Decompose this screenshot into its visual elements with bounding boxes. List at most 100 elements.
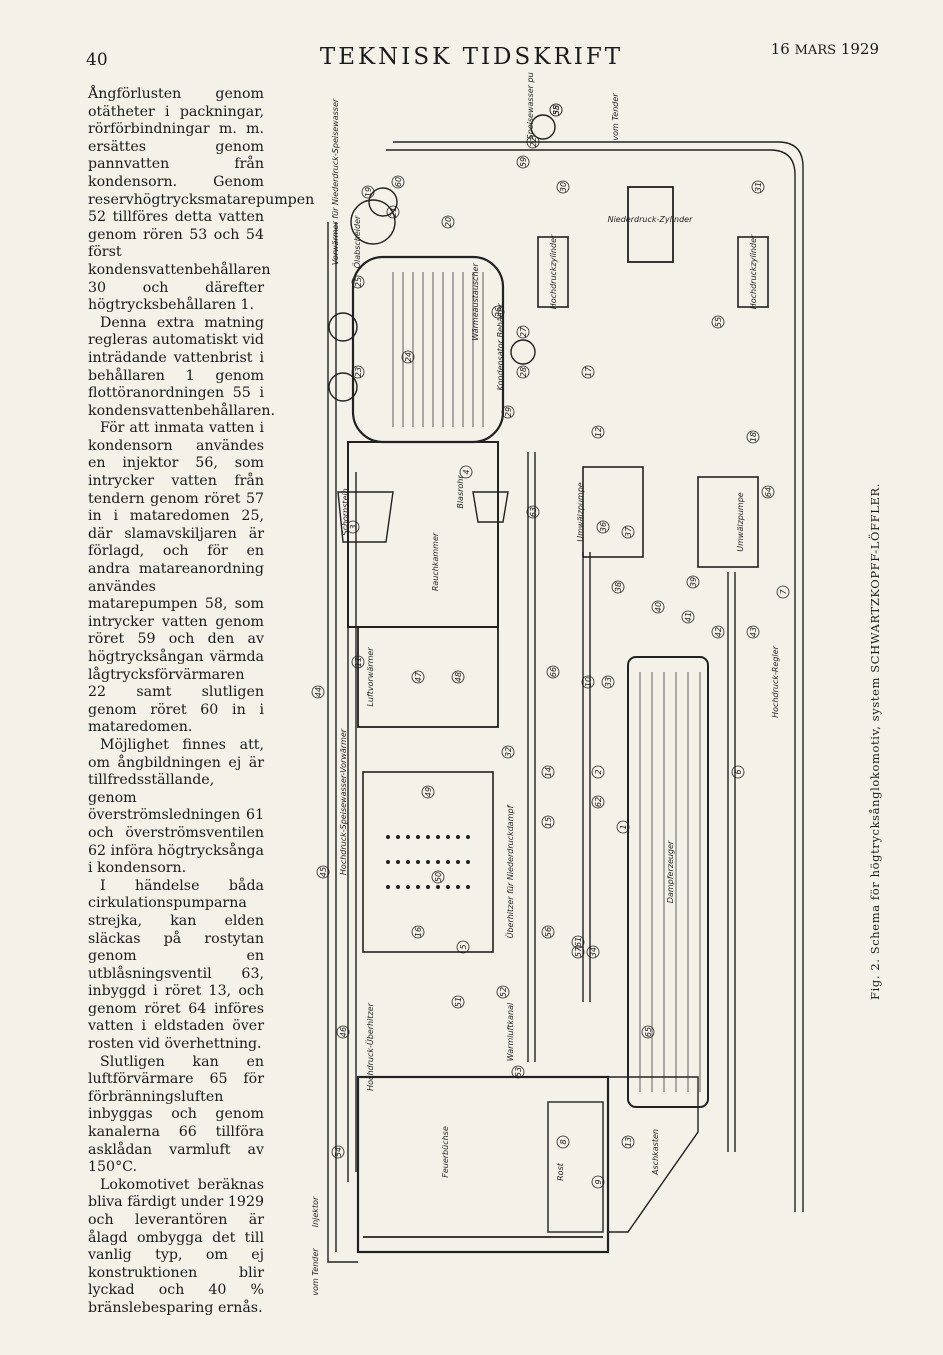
reference-number: 57 bbox=[574, 946, 583, 957]
drum bbox=[328, 312, 358, 342]
date-day: 16 bbox=[770, 40, 790, 58]
pipe bbox=[386, 149, 796, 1212]
reference-number-circle bbox=[351, 365, 365, 379]
reference-number: 4 bbox=[462, 469, 471, 474]
label-rauchkammer: Rauchkammer bbox=[431, 532, 440, 591]
reference-number-circle bbox=[711, 625, 725, 639]
reference-number: 49 bbox=[424, 787, 433, 797]
reference-number: 23 bbox=[354, 367, 363, 377]
reference-number: 3 bbox=[349, 524, 358, 529]
reference-number-circle bbox=[351, 275, 365, 289]
reference-number-circle bbox=[556, 1135, 570, 1149]
reference-number-circle bbox=[761, 485, 775, 499]
reference-number: 37 bbox=[624, 526, 633, 537]
reference-number-circle bbox=[621, 1135, 635, 1149]
reference-number-circle bbox=[681, 610, 695, 624]
reference-number-circle bbox=[651, 600, 665, 614]
reference-number: 25 bbox=[354, 277, 363, 287]
firebox bbox=[356, 1075, 610, 1254]
reference-number: 42 bbox=[714, 627, 723, 637]
reference-number-circle bbox=[411, 670, 425, 684]
label-nd-zylinder: Niederdruck-Zylinder bbox=[608, 215, 694, 224]
reference-number-circle bbox=[386, 205, 400, 219]
date-year: 1929 bbox=[840, 40, 879, 58]
reference-number: 36 bbox=[599, 522, 608, 532]
reference-number-circle bbox=[311, 685, 325, 699]
label-vom-tender-bottom: vom Tender bbox=[311, 1248, 320, 1296]
reference-number-circle bbox=[351, 655, 365, 669]
reference-number-circle bbox=[431, 870, 445, 884]
grate bbox=[547, 1101, 604, 1233]
nd-cylinder bbox=[627, 186, 674, 263]
reference-number-circle bbox=[526, 135, 540, 149]
reference-number: 56 bbox=[544, 927, 553, 937]
reference-number: 60 bbox=[394, 177, 403, 187]
reference-number-circle bbox=[331, 1145, 345, 1159]
reference-number-circle bbox=[549, 103, 563, 117]
air-preheater bbox=[357, 626, 499, 728]
locomotive-schematic: Speisewasser pumpe vom Tender Vorwärmer … bbox=[311, 72, 804, 1296]
label-vorwarmer: Vorwärmer für Niederdruck-Speisewasser bbox=[331, 98, 340, 265]
label-luftvorwaermer: Luftvorwärmer bbox=[366, 647, 375, 707]
reference-number: 6 bbox=[734, 769, 743, 774]
reference-number-circle bbox=[541, 925, 555, 939]
reference-number: 52 bbox=[499, 987, 508, 997]
drum bbox=[328, 372, 358, 402]
circulation-pump bbox=[582, 466, 644, 558]
hd-feedwater-heater bbox=[362, 771, 494, 953]
paragraph: Möjlighet finnes att, om ångbildningen e… bbox=[88, 736, 264, 877]
reference-number-circle bbox=[581, 675, 595, 689]
reference-number: 30 bbox=[559, 182, 568, 192]
reference-number: 8 bbox=[559, 1139, 568, 1144]
reference-number: 14 bbox=[544, 767, 553, 777]
reference-number: 61 bbox=[574, 937, 583, 947]
reference-number-circle bbox=[401, 350, 415, 364]
reference-number-circle bbox=[601, 675, 615, 689]
page-header: 40 TEKNISK TIDSKRIFT 16 MARS 1929 bbox=[0, 38, 943, 74]
reference-number: 16 bbox=[414, 927, 423, 937]
blast-pipe bbox=[472, 491, 509, 523]
paragraph: Denna extra matning regleras automatiskt… bbox=[88, 314, 276, 419]
label-hd-zylinder-2: Hochdruckzylinder bbox=[749, 234, 758, 309]
reference-number-circle bbox=[591, 1175, 605, 1189]
pipe bbox=[393, 141, 804, 1212]
label-hd-ueberhitzer: Hochdruck-Überhitzer bbox=[365, 1002, 375, 1090]
reference-number: 26 bbox=[494, 307, 503, 317]
reference-number: 54 bbox=[334, 1147, 343, 1157]
label-rost: Rost bbox=[556, 1162, 565, 1181]
reference-number-circle bbox=[586, 945, 600, 959]
reference-number-circle bbox=[456, 940, 470, 954]
reference-number-circle bbox=[591, 425, 605, 439]
journal-title: TEKNISK TIDSKRIFT bbox=[319, 44, 624, 70]
reference-number-circle bbox=[571, 945, 585, 959]
reference-number-circle bbox=[686, 575, 700, 589]
reference-number-circle bbox=[511, 1065, 525, 1079]
reference-number-circle bbox=[746, 625, 760, 639]
reference-number: 13 bbox=[624, 1137, 633, 1147]
reference-number: 12 bbox=[594, 427, 603, 437]
steam-generator bbox=[627, 656, 709, 1108]
paragraph: I händelse båda cirkulationspumparna str… bbox=[88, 877, 264, 1053]
reference-number-circle bbox=[731, 765, 745, 779]
oil-separator bbox=[350, 199, 396, 245]
reference-number-circle bbox=[516, 365, 530, 379]
reference-number: 15 bbox=[544, 817, 553, 827]
reference-number-circle bbox=[451, 995, 465, 1009]
reference-number-circle bbox=[491, 305, 505, 319]
reference-number-circle bbox=[421, 785, 435, 799]
label-ueberhitzer-nd: Überhitzer für Niederdruckdampf bbox=[505, 804, 515, 938]
reference-number: 51 bbox=[454, 997, 463, 1007]
reference-number-circle bbox=[776, 585, 790, 599]
reference-number-circle bbox=[459, 465, 473, 479]
hd-cylinder bbox=[737, 236, 769, 308]
label-hochdruck-regler: Hochdruck-Regler bbox=[771, 645, 780, 717]
reference-number: 58 bbox=[552, 105, 561, 115]
label-hd-zylinder-1: Hochdruckzylinder bbox=[549, 234, 558, 309]
reference-number-circle bbox=[451, 670, 465, 684]
drum bbox=[368, 187, 398, 217]
reference-number-circle bbox=[621, 525, 635, 539]
reference-number: 24 bbox=[404, 352, 413, 362]
label-dampferzeuger: Dampferzeuger bbox=[666, 840, 675, 903]
label-umwaelzpumpe-1: Umwälzpumpe bbox=[576, 482, 585, 542]
label-oelabscheider: Ölabscheider bbox=[352, 215, 362, 268]
